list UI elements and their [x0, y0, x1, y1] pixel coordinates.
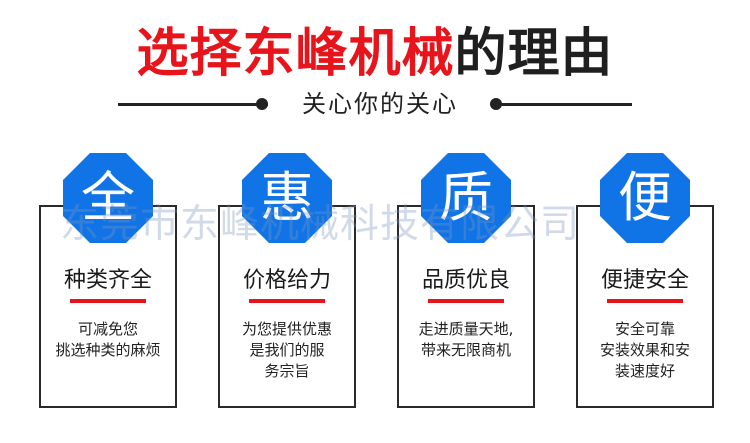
page-title: 选择东峰机械的理由 — [0, 22, 750, 86]
badge-char: 便 — [618, 166, 672, 229]
feature-card-variety: 种类齐全 可减免您 挑选种类的麻烦 — [39, 205, 177, 408]
card-underline — [249, 299, 325, 303]
card-desc-line: 可减免您 — [77, 320, 138, 338]
card-heading: 便捷安全 — [600, 268, 689, 293]
badge-octagon-icon: 全 — [63, 153, 153, 243]
badge-char: 全 — [81, 166, 135, 229]
subtitle-left-line — [118, 103, 268, 106]
card-desc-line: 带来无限商机 — [420, 341, 511, 359]
badge-octagon-icon: 质 — [421, 153, 511, 243]
badge-octagon-icon: 惠 — [242, 153, 332, 243]
card-underline — [428, 299, 504, 303]
badge-octagon-icon: 便 — [600, 153, 690, 243]
subtitle-left-dot — [256, 98, 268, 110]
title-highlight: 选择东峰机械 — [136, 24, 455, 84]
card-desc-line: 是我们的服 — [249, 341, 325, 359]
subtitle-right-line — [494, 103, 632, 106]
card-heading: 价格给力 — [242, 268, 331, 293]
card-description: 可减免您 挑选种类的麻烦 — [49, 319, 167, 361]
card-description: 为您提供优惠 是我们的服 务宗旨 — [228, 319, 346, 382]
card-underline — [70, 299, 146, 303]
card-desc-line: 安装效果和安 — [599, 341, 690, 359]
badge-char: 惠 — [260, 166, 314, 229]
card-desc-line: 装速度好 — [614, 362, 675, 380]
card-desc-line: 安全可靠 — [614, 320, 675, 338]
card-underline — [607, 299, 683, 303]
card-description: 安全可靠 安装效果和安 装速度好 — [586, 319, 704, 382]
card-desc-line: 务宗旨 — [264, 362, 310, 380]
card-desc-line: 挑选种类的麻烦 — [55, 341, 161, 359]
subtitle: 关心你的关心 — [302, 90, 458, 118]
card-heading: 品质优良 — [421, 268, 510, 293]
card-description: 走进质量天地, 带来无限商机 — [407, 319, 525, 361]
card-desc-line: 走进质量天地, — [418, 320, 514, 338]
title-rest: 的理由 — [454, 24, 614, 84]
card-heading: 种类齐全 — [63, 268, 152, 293]
badge-char: 质 — [439, 166, 493, 229]
card-desc-line: 为您提供优惠 — [241, 320, 332, 338]
